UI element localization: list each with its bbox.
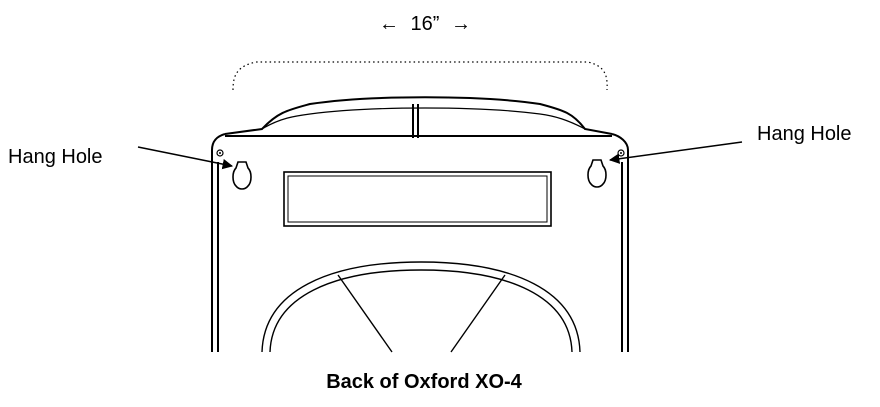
screw-right bbox=[617, 149, 625, 157]
hang-hole-left-icon bbox=[232, 161, 252, 190]
clock-hand-right bbox=[450, 274, 506, 353]
dimension-bracket bbox=[232, 61, 608, 91]
top-housing-curve bbox=[224, 96, 613, 135]
screw-left bbox=[216, 149, 224, 157]
label-window bbox=[283, 171, 552, 227]
hang-hole-right-pointer bbox=[608, 141, 743, 164]
top-edge bbox=[211, 133, 629, 151]
left-side bbox=[211, 150, 219, 352]
clock-face bbox=[261, 261, 581, 353]
right-side bbox=[621, 150, 629, 352]
diagram-caption: Back of Oxford XO-4 bbox=[326, 371, 522, 393]
width-value: 16” bbox=[411, 13, 440, 35]
left-arrow-icon: ← bbox=[379, 13, 399, 35]
clock-outer-arc bbox=[261, 261, 581, 353]
hang-hole-left-pointer bbox=[137, 146, 234, 170]
right-arrow-icon: → bbox=[451, 13, 471, 35]
hang-hole-right-icon bbox=[587, 159, 607, 188]
width-dimension: ← 16” → bbox=[379, 13, 471, 35]
hang-hole-right-label: Hang Hole bbox=[757, 123, 852, 145]
clock-inner-arc bbox=[269, 269, 573, 353]
inner-housing-curve bbox=[261, 107, 586, 130]
clock-hand-left bbox=[337, 274, 393, 353]
unit-outline bbox=[211, 96, 629, 352]
hang-hole-left-label: Hang Hole bbox=[8, 146, 103, 168]
